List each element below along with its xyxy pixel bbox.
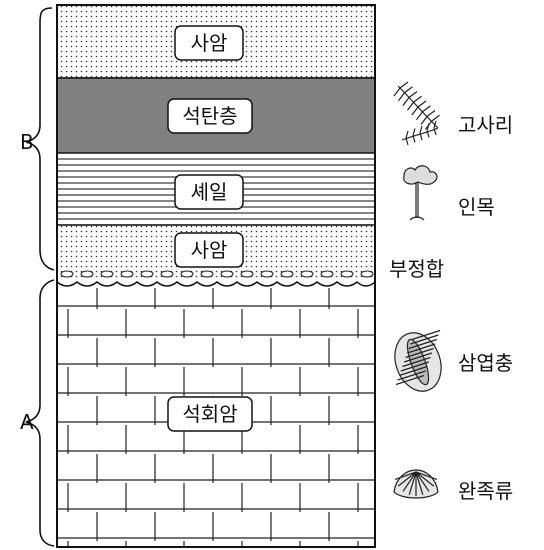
bracket-b-label: B [20,130,34,154]
unconformity-label: 부정합 [389,257,444,281]
unconformity-line [56,281,376,287]
brachiopod-fossil-icon [393,469,439,499]
trilobite-fossil-icon [394,329,442,392]
label-shale: 셰일 [174,174,244,210]
label-sandstone-top: 사암 [174,25,244,61]
svg-text:사암: 사암 [191,31,228,55]
fern-fossil-icon [393,81,440,146]
label-limestone: 석회암 [167,396,253,432]
svg-text:석회암: 석회암 [182,402,237,426]
conglomerate-pebbles [60,270,374,278]
fossil-label-fern: 고사리 [458,113,513,137]
svg-text:사암: 사암 [191,238,228,262]
bracket-b [25,7,55,271]
svg-text:석탄층: 석탄층 [182,104,237,128]
fossil-label-brachiopod: 완족류 [458,479,513,503]
bracket-a-label: A [20,410,34,434]
tree-fossil-icon [403,165,438,221]
fossil-label-tree: 인목 [458,195,495,219]
bracket-a [25,279,55,547]
label-sandstone-bottom: 사암 [174,232,244,268]
fossil-label-trilobite: 삼엽충 [458,351,513,375]
svg-text:셰일: 셰일 [191,180,228,204]
label-coal: 석탄층 [167,98,253,134]
column-outline [56,4,376,548]
